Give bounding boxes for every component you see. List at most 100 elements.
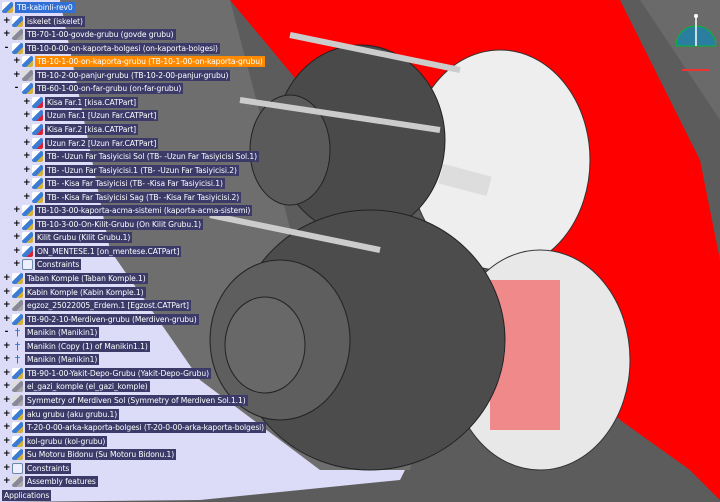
tree-node-label[interactable]: TB-90-2-10-Merdiven-grubu (Merdiven-grub… (25, 313, 199, 325)
tree-node[interactable]: + TB-10-2-00-panjur-grubu (TB-10-2-00-pan… (13, 69, 231, 82)
expand-icon[interactable]: + (3, 462, 11, 473)
tree-node-label[interactable]: aku grubu (aku grubu.1) (25, 408, 120, 420)
tree-node-label[interactable]: TB-10-3-00-kaporta-acma-sistemi (kaporta… (35, 205, 253, 217)
tree-node[interactable]: + TB- -Kisa Far Tasiyicisi Sag (TB- -Kisa… (23, 191, 242, 204)
tree-node[interactable]: +†Manikin (Manikin1) (3, 353, 100, 366)
expand-icon[interactable]: + (3, 273, 11, 283)
tree-node[interactable]: +Assembly features (3, 475, 98, 488)
tree-node[interactable]: TB-kabinli-rev0 (2, 1, 75, 14)
tree-node[interactable]: + el_gazi_komple (el_gazi_komple) (3, 380, 150, 393)
expand-icon[interactable]: + (3, 422, 11, 433)
expand-icon[interactable]: + (13, 232, 21, 243)
tree-node[interactable]: +Kisa Far.2 [kisa.CATPart] (23, 123, 139, 136)
expand-icon[interactable]: + (13, 205, 21, 216)
tree-node-label[interactable]: TB- -Kisa Far Tasiyicisi Sag (TB- -Kisa … (45, 191, 242, 203)
tree-node-label[interactable]: Kabin Komple (Kabin Komple.1) (25, 286, 146, 298)
tree-node[interactable]: -†Manikin (Manikin1) (5, 326, 100, 339)
tree-node[interactable]: + Kilit Grubu (Kilit Grubu.1) (13, 231, 133, 244)
tree-node[interactable]: + aku grubu (aku grubu.1) (3, 408, 120, 421)
tree-node[interactable]: +TB-10-1-00-on-kaporta-grubu (TB-10-1-00… (13, 55, 265, 68)
tree-node[interactable]: + Kisa Far.1 [kisa.CATPart] (23, 96, 139, 109)
tree-node-label[interactable]: TB-10-2-00-panjur-grubu (TB-10-2-00-panj… (35, 69, 231, 81)
expand-icon[interactable]: + (23, 178, 31, 189)
tree-node[interactable]: + Constraints (13, 258, 82, 271)
tree-node[interactable]: +TB- -Kisa Far Tasiyicisi (TB- -Kisa Far… (23, 177, 225, 190)
tree-node-label[interactable]: Taban Komple (Taban Komple.1) (25, 273, 148, 284)
expand-icon[interactable]: + (13, 218, 21, 229)
tree-node-label[interactable]: TB-60-1-00-on-far-grubu (on-far-grubu) (35, 83, 184, 95)
tree-node[interactable]: + T-20-0-00-arka-kaporta-bolgesi (T-20-0-… (3, 421, 267, 434)
tree-node[interactable]: + kol-grubu (kol-grubu) (3, 435, 108, 448)
collapse-icon[interactable]: - (4, 42, 9, 53)
tree-node-label[interactable]: Constraints (35, 259, 82, 271)
tree-node[interactable]: + Constraints (3, 462, 72, 475)
tree-node-label[interactable]: Symmetry of Merdiven Sol (Symmetry of Me… (25, 394, 248, 406)
tree-node[interactable]: + TB- -Uzun Far Tasiyicisi.1 (TB- -Uzun F… (23, 164, 239, 177)
tree-node[interactable]: + iskelet (iskelet) (3, 15, 85, 28)
tree-node-label[interactable]: Kilit Grubu (Kilit Grubu.1) (35, 232, 133, 244)
tree-node[interactable]: Applications (2, 489, 52, 502)
tree-node[interactable]: + Su Motoru Bidonu (Su Motoru Bidonu.1) (3, 448, 177, 461)
tree-node-label[interactable]: Uzun Far.2 [Uzun Far.CATPart] (45, 137, 159, 149)
expand-icon[interactable]: + (3, 340, 11, 351)
tree-node[interactable]: + Symmetry of Merdiven Sol (Symmetry of M… (3, 394, 248, 407)
expand-icon[interactable]: + (3, 15, 11, 26)
tree-node-label[interactable]: TB- -Uzun Far Tasiyicisi.1 (TB- -Uzun Fa… (45, 164, 239, 176)
tree-node[interactable]: - TB-60-1-00-on-far-grubu (on-far-grubu) (15, 82, 184, 95)
tree-node-label[interactable]: el_gazi_komple (el_gazi_komple) (25, 381, 150, 393)
tree-node[interactable]: + ON_MENTESE.1 [on_mentese.CATPart] (13, 245, 182, 258)
tree-node[interactable]: + Uzun Far.1 [Uzun Far.CATPart] (23, 109, 159, 122)
tree-node-label[interactable]: TB-kabinli-rev0 (15, 2, 75, 13)
expand-icon[interactable]: + (23, 96, 31, 107)
expand-icon[interactable]: + (13, 245, 21, 256)
tree-node[interactable]: +TB- -Uzun Far Tasiyicisi Sol (TB- -Uzun… (23, 150, 259, 163)
tree-node[interactable]: + TB-90-1-00-Yakit-Depo-Grubu (Yakit-Depo… (3, 367, 211, 380)
tree-node-label[interactable]: TB-10-3-00-On-Kilit-Grubu (On Kilit Grub… (35, 218, 204, 230)
tree-node[interactable]: + TB-90-2-10-Merdiven-grubu (Merdiven-gru… (3, 313, 199, 326)
tree-node-label[interactable]: egzoz_25022005_Erdem.1 [Egzost.CATPart] (25, 300, 191, 312)
expand-icon[interactable]: + (3, 29, 11, 40)
expand-icon[interactable]: + (23, 164, 31, 175)
tree-node[interactable]: + Taban Komple (Taban Komple.1) (3, 272, 148, 285)
tree-node-label[interactable]: TB-10-0-00-on-kaporta-bolgesi (on-kaport… (25, 42, 220, 54)
expand-icon[interactable]: + (23, 151, 31, 162)
tree-node-label[interactable]: Assembly features (25, 476, 98, 488)
tree-node[interactable]: + egzoz_25022005_Erdem.1 [Egzost.CATPart] (3, 299, 191, 312)
tree-node-label[interactable]: Constraints (25, 462, 72, 474)
expand-icon[interactable]: + (3, 367, 11, 378)
tree-node[interactable]: + Kabin Komple (Kabin Komple.1) (3, 286, 146, 299)
tree-node[interactable]: + TB-70-1-00-govde-grubu (govde grubu) (3, 28, 176, 41)
tree-node-label[interactable]: Applications (2, 489, 52, 501)
expand-icon[interactable]: + (23, 110, 31, 121)
compass-icon[interactable] (672, 8, 720, 76)
collapse-icon[interactable]: - (14, 83, 19, 94)
tree-node-label[interactable]: TB-90-1-00-Yakit-Depo-Grubu (Yakit-Depo-… (25, 367, 211, 379)
expand-icon[interactable]: + (3, 313, 11, 324)
expand-icon[interactable]: + (3, 300, 11, 311)
expand-icon[interactable]: + (3, 381, 11, 392)
tree-node[interactable]: - TB-10-0-00-on-kaporta-bolgesi (on-kapor… (5, 42, 220, 55)
expand-icon[interactable]: + (3, 449, 11, 460)
expand-icon[interactable]: + (23, 191, 31, 202)
expand-icon[interactable]: + (3, 394, 11, 405)
tree-node-label[interactable]: TB-10-1-00-on-kaporta-grubu (TB-10-1-00-… (35, 56, 265, 68)
expand-icon[interactable]: + (13, 69, 21, 80)
tree-node-label[interactable]: kol-grubu (kol-grubu) (25, 435, 108, 447)
tree-node[interactable]: + TB-10-3-00-kaporta-acma-sistemi (kaport… (13, 204, 253, 217)
expand-icon[interactable]: + (3, 408, 11, 419)
expand-icon[interactable]: + (23, 137, 31, 148)
tree-node-label[interactable]: Uzun Far.1 [Uzun Far.CATPart] (45, 110, 159, 122)
tree-node-label[interactable]: T-20-0-00-arka-kaporta-bolgesi (T-20-0-0… (25, 422, 267, 434)
expand-icon[interactable]: + (3, 435, 11, 446)
tree-node-label[interactable]: Kisa Far.2 [kisa.CATPart] (45, 123, 139, 135)
tree-node-label[interactable]: Su Motoru Bidonu (Su Motoru Bidonu.1) (25, 449, 177, 461)
tree-node-label[interactable]: Kisa Far.1 [kisa.CATPart] (45, 96, 139, 108)
tree-node-label[interactable]: iskelet (iskelet) (25, 15, 85, 27)
tree-node[interactable]: + TB-10-3-00-On-Kilit-Grubu (On Kilit Gru… (13, 218, 204, 231)
expand-icon[interactable]: + (3, 354, 11, 365)
tree-node-label[interactable]: Manikin (Manikin1) (25, 327, 100, 339)
tree-node-label[interactable]: ON_MENTESE.1 [on_mentese.CATPart] (35, 245, 182, 257)
expand-icon[interactable]: + (13, 259, 21, 270)
expand-icon[interactable]: + (3, 286, 11, 297)
tree-node-label[interactable]: TB-70-1-00-govde-grubu (govde grubu) (25, 29, 176, 41)
